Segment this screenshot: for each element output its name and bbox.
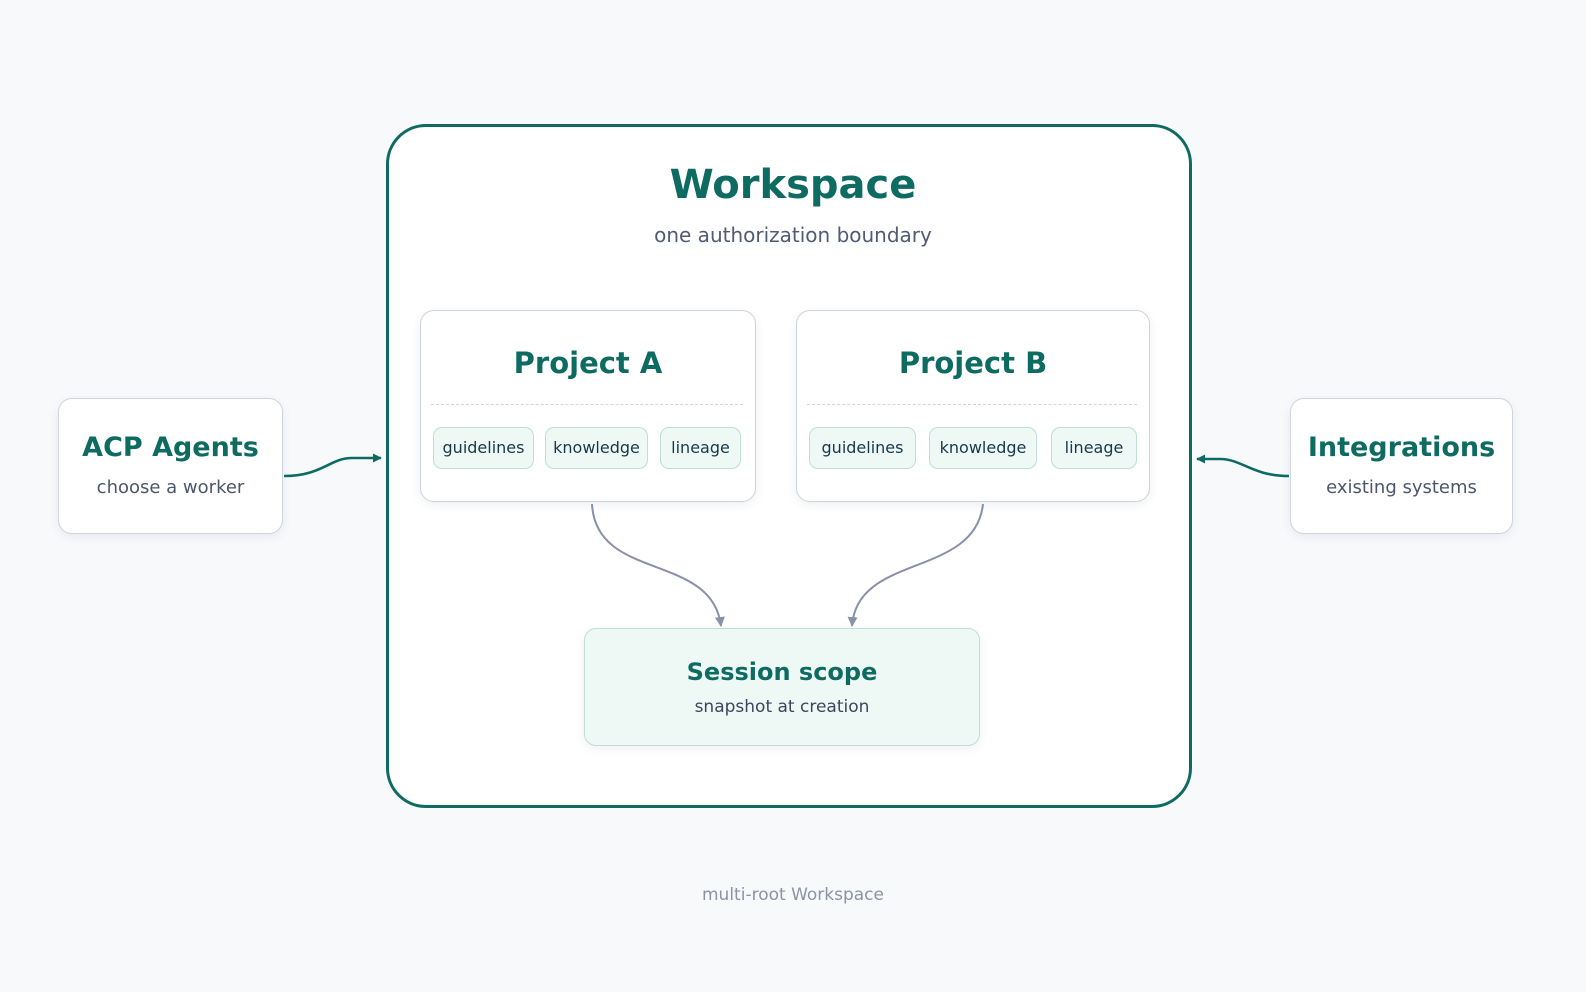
project-b-chip-lineage[interactable]: lineage: [1051, 427, 1137, 469]
project-b-divider: [807, 404, 1137, 405]
agents-to-workspace-arrow: [283, 453, 382, 478]
acp-agents-subtitle: choose a worker: [96, 477, 245, 498]
acp-agents-card[interactable]: ACP Agents choose a worker: [58, 398, 283, 534]
diagram-caption: multi-root Workspace: [702, 885, 884, 905]
project-a-divider: [431, 404, 743, 405]
acp-agents-title: ACP Agents: [82, 432, 259, 463]
session-scope-card[interactable]: Session scope snapshot at creation: [584, 628, 980, 746]
project-a-chip-knowledge[interactable]: knowledge: [545, 427, 648, 469]
project-a-chip-guidelines[interactable]: guidelines: [433, 427, 534, 469]
workspace-title: Workspace: [669, 162, 917, 208]
project-b-chip-guidelines[interactable]: guidelines: [809, 427, 916, 469]
integrations-subtitle: existing systems: [1326, 477, 1477, 498]
project-b-card[interactable]: Project B guidelines knowledge lineage: [796, 310, 1150, 502]
workspace-subtitle: one authorization boundary: [654, 223, 932, 247]
integrations-title: Integrations: [1307, 432, 1496, 463]
project-a-title: Project A: [513, 346, 663, 380]
project-a-chip-lineage[interactable]: lineage: [660, 427, 741, 469]
session-scope-title: Session scope: [686, 658, 878, 686]
integrations-card[interactable]: Integrations existing systems: [1290, 398, 1513, 534]
project-a-card[interactable]: Project A guidelines knowledge lineage: [420, 310, 756, 502]
project-b-chip-knowledge[interactable]: knowledge: [929, 427, 1037, 469]
project-b-title: Project B: [898, 346, 1048, 380]
integrations-to-workspace-arrow: [1196, 454, 1290, 478]
session-scope-subtitle: snapshot at creation: [694, 697, 870, 717]
